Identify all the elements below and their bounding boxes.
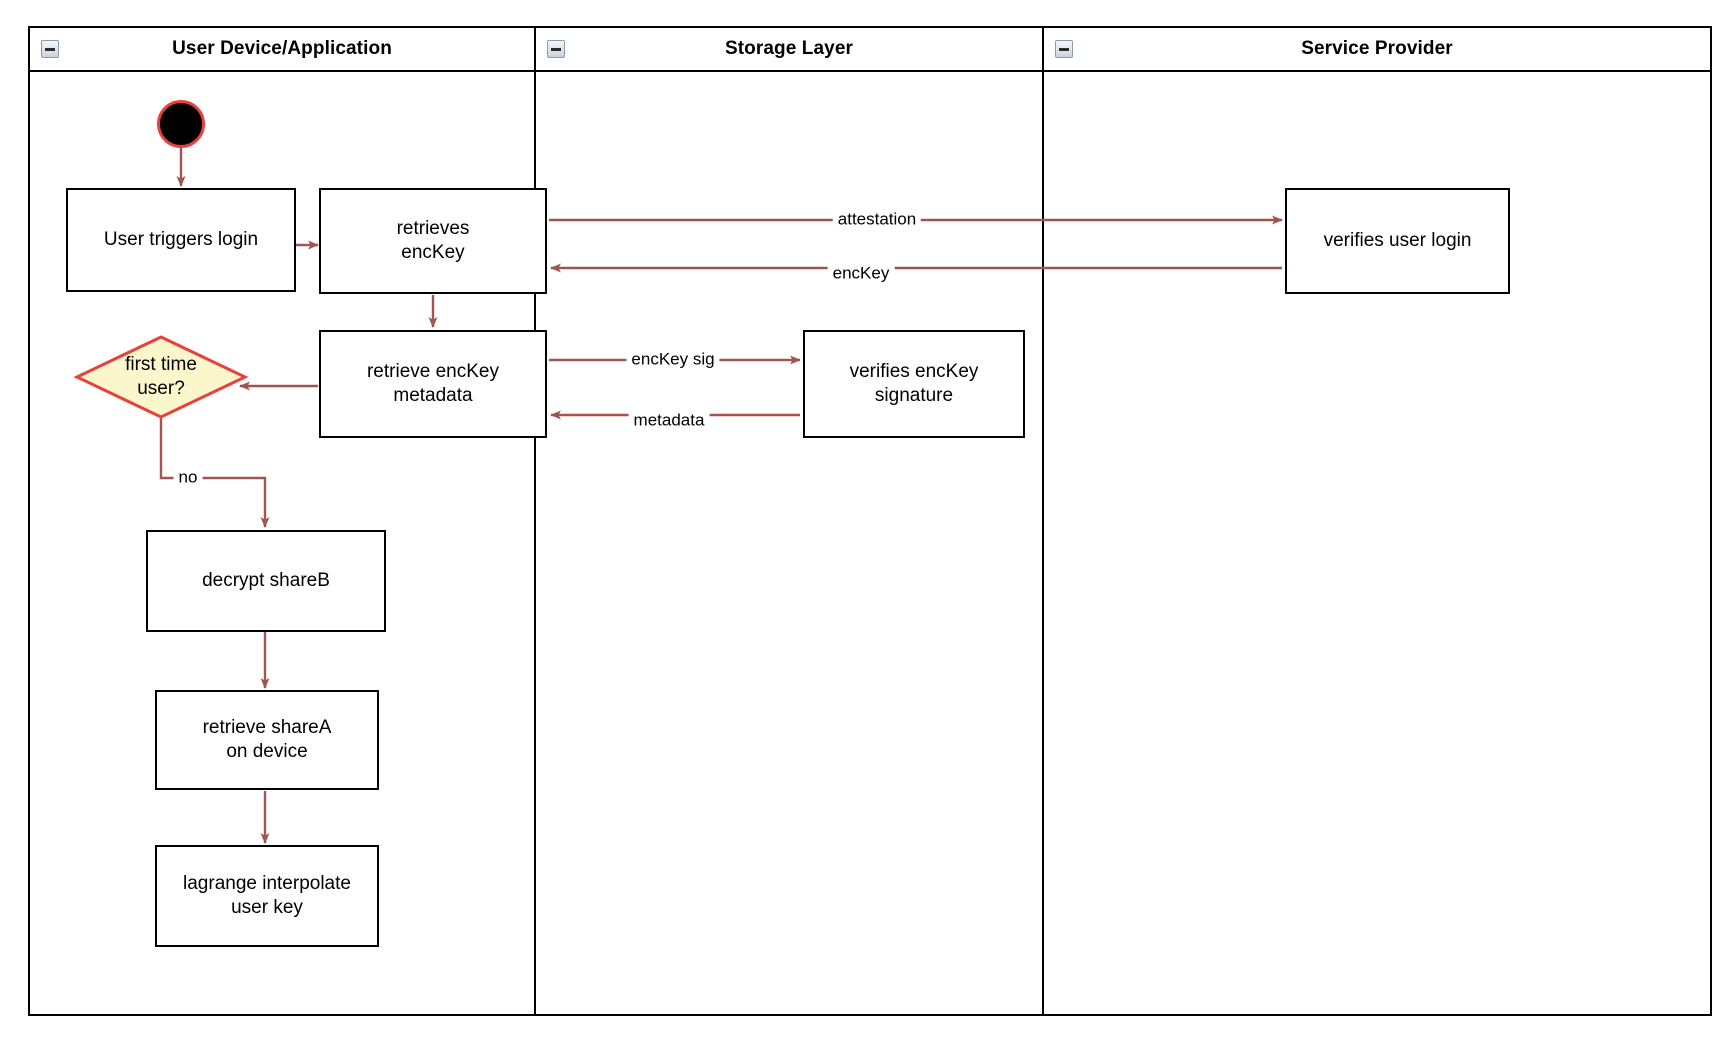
node-first-time-user-decision[interactable]: first time user?	[73, 335, 249, 419]
node-lagrange-interpolate-user-key[interactable]: lagrange interpolate user key	[155, 845, 379, 947]
lane-title-user-device: User Device/Application	[172, 38, 392, 59]
lane-storage-layer: Storage Layer	[534, 28, 1042, 1014]
edge-label-attestation: attestation	[832, 210, 922, 230]
lane-title-service-provider: Service Provider	[1301, 38, 1453, 59]
node-retrieve-enckey-metadata[interactable]: retrieve encKey metadata	[319, 330, 547, 438]
node-verifies-user-login[interactable]: verifies user login	[1285, 188, 1510, 294]
lane-user-device: User Device/Application	[30, 28, 534, 1014]
collapse-minus-icon[interactable]	[41, 40, 59, 58]
edge-label-no: no	[173, 468, 203, 488]
initial-node	[157, 100, 205, 148]
lane-service-provider: Service Provider	[1042, 28, 1710, 1014]
lane-title-storage-layer: Storage Layer	[724, 38, 854, 59]
collapse-minus-icon[interactable]	[1055, 40, 1073, 58]
lane-header-service-provider[interactable]: Service Provider	[1044, 28, 1710, 72]
edge-label-metadata: metadata	[628, 411, 710, 431]
node-decrypt-shareb[interactable]: decrypt shareB	[146, 530, 386, 632]
decision-label: first time user?	[125, 354, 197, 399]
decision-diamond-shape	[73, 335, 249, 419]
lane-header-user-device[interactable]: User Device/Application	[30, 28, 534, 72]
edge-label-enckey-sig: encKey sig	[626, 350, 720, 370]
node-retrieves-enckey[interactable]: retrieves encKey	[319, 188, 547, 294]
node-user-triggers-login[interactable]: User triggers login	[66, 188, 296, 292]
node-verifies-enckey-signature[interactable]: verifies encKey signature	[803, 330, 1025, 438]
lane-header-storage-layer[interactable]: Storage Layer	[536, 28, 1042, 72]
collapse-minus-icon[interactable]	[547, 40, 565, 58]
edge-label-enckey: encKey	[827, 264, 895, 284]
node-retrieve-sharea-on-device[interactable]: retrieve shareA on device	[155, 690, 379, 790]
